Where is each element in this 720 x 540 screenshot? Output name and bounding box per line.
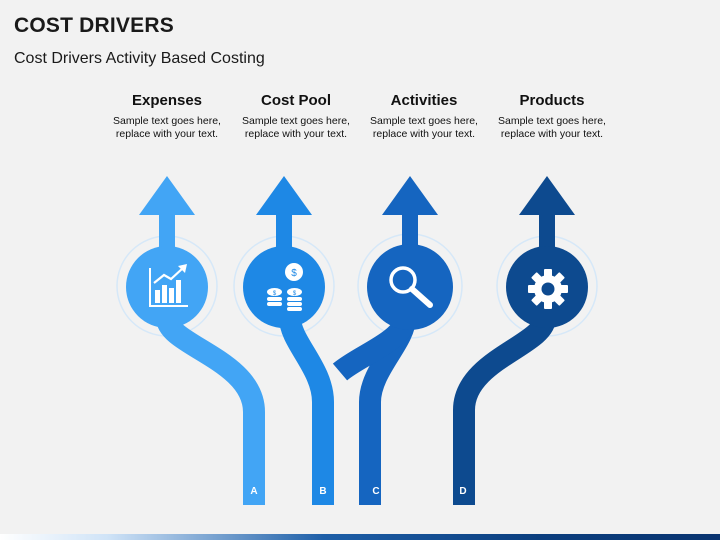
column-activities: Activities Sample text goes here, replac… [354, 92, 494, 141]
bottom-accent-bar [0, 534, 720, 540]
letter-c: C [372, 486, 379, 497]
page-subtitle: Cost Drivers Activity Based Costing [14, 50, 265, 67]
svg-text:$: $ [293, 291, 297, 297]
column-description: Sample text goes here, replace with your… [242, 115, 350, 140]
column-heading: Cost Pool [261, 92, 331, 109]
column-products: Products Sample text goes here, replace … [482, 92, 622, 141]
stem-d [453, 315, 556, 505]
column-description: Sample text goes here, replace with your… [113, 115, 221, 140]
stem-a [156, 315, 265, 505]
magnifier-icon [389, 266, 433, 308]
svg-text:$: $ [291, 268, 297, 279]
column-heading: Expenses [131, 92, 203, 109]
chart-growth-icon [149, 264, 188, 307]
gear-icon [528, 269, 568, 309]
coins-icon: $ $ $ [267, 263, 303, 311]
column-expenses: Expenses Sample text goes here, replace … [97, 92, 237, 141]
column-description: Sample text goes here, replace with your… [498, 115, 606, 140]
column-cost-pool: Cost Pool Sample text goes here, replace… [226, 92, 366, 141]
letter-d: D [459, 486, 466, 497]
column-heading: Activities [390, 92, 458, 109]
letter-a: A [250, 486, 257, 497]
stem-b [279, 316, 334, 505]
column-description: Sample text goes here, replace with your… [370, 115, 478, 140]
circle-cost-pool [243, 246, 325, 328]
svg-text:$: $ [273, 291, 277, 297]
column-heading: Products [519, 92, 585, 109]
page-title: COST DRIVERS [14, 14, 174, 37]
letter-b: B [319, 486, 326, 497]
